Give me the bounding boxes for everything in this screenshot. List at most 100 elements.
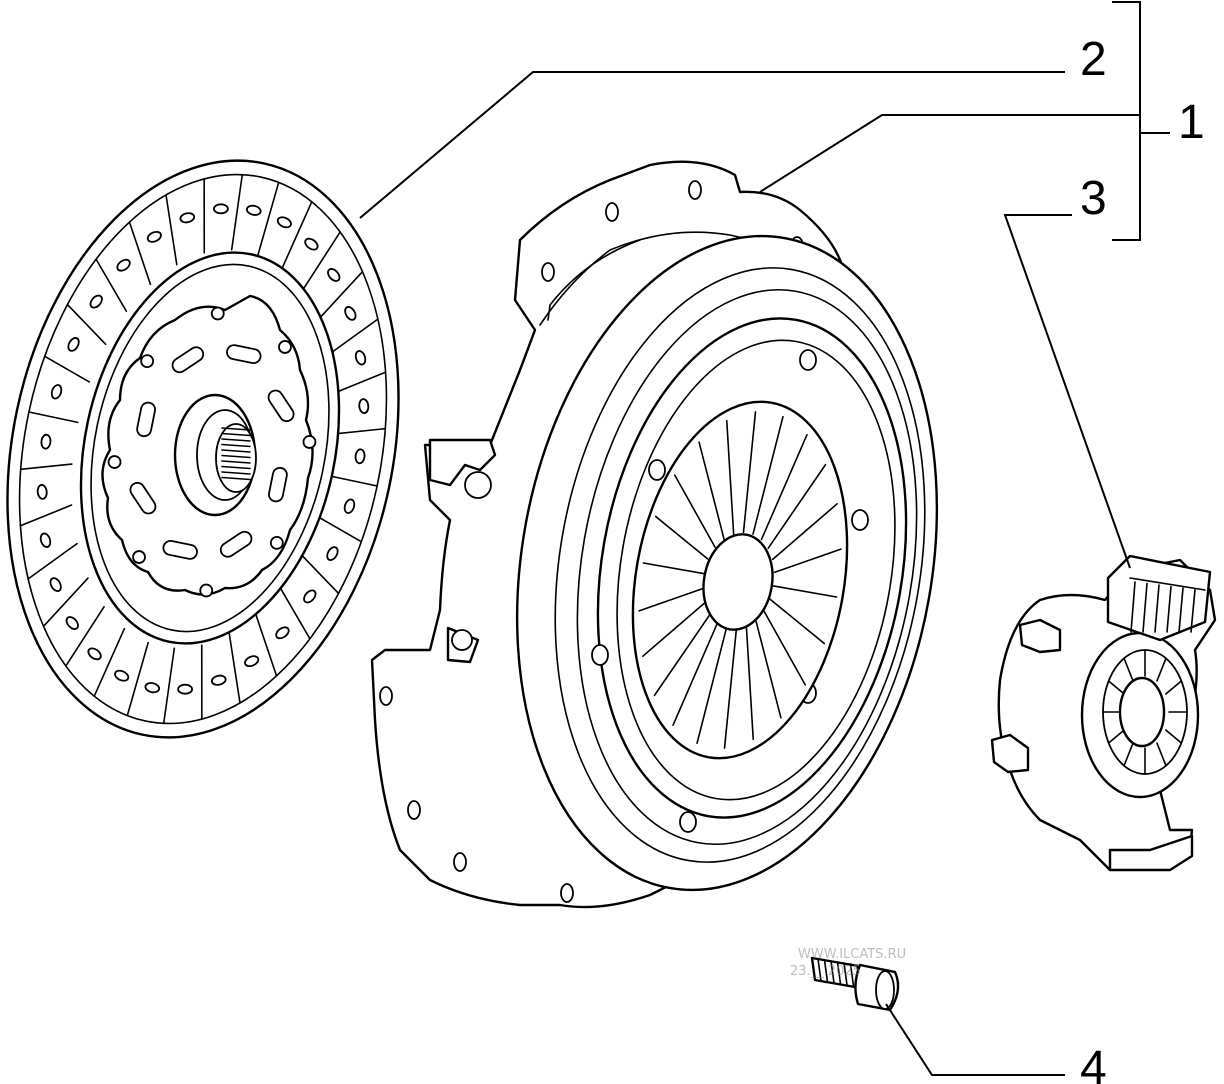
- friction-segment-divider: [315, 515, 363, 543]
- hub-damper-windows: [107, 306, 317, 598]
- damper-window: [219, 530, 253, 558]
- friction-rivet-hole: [144, 682, 161, 694]
- friction-rivet-hole: [327, 268, 341, 282]
- bearing-rib: [1156, 657, 1167, 682]
- hub-rivet: [132, 550, 146, 564]
- friction-rivet-hole: [344, 306, 357, 321]
- bearing-foot: [1108, 834, 1194, 872]
- friction-segment-divider: [228, 632, 241, 704]
- spline-tooth: [221, 443, 251, 448]
- spline-tooth: [221, 454, 251, 459]
- diaphragm-finger-slot: [642, 599, 709, 657]
- friction-segment-divider: [299, 552, 340, 595]
- diaphragm-finger-slot: [723, 626, 738, 749]
- diaphragm-finger-slot: [752, 415, 784, 535]
- friction-segment-divider: [230, 173, 244, 251]
- release-bearing: [990, 554, 1217, 872]
- guide-slot: [1142, 582, 1148, 633]
- friction-rivet-hole: [177, 683, 194, 695]
- guide-slot: [1154, 584, 1160, 633]
- spline-tooth: [221, 449, 251, 453]
- diaphragm-finger-slot: [767, 463, 827, 549]
- friction-segment-divider: [65, 606, 105, 667]
- bolt-thread: [849, 963, 855, 987]
- face-rivet: [799, 349, 817, 371]
- friction-rivet-hole: [146, 230, 162, 243]
- bolt-thread: [823, 959, 829, 983]
- hub-rivet: [140, 354, 155, 369]
- bearing-ribs: [1102, 649, 1188, 775]
- diaphragm-finger-slot: [642, 562, 708, 575]
- bolt-thread: [817, 958, 822, 982]
- hub-rivet: [302, 435, 317, 449]
- spline-tooth: [221, 427, 251, 431]
- friction-rivet-hole: [116, 258, 131, 272]
- diaphragm-finger-slot: [745, 624, 755, 741]
- face-rivet: [591, 644, 609, 666]
- friction-segment-divider: [93, 627, 126, 697]
- leader-2: [359, 71, 1065, 219]
- watermark-line-2: 23.__.2025: [790, 964, 861, 979]
- friction-rivet-hole: [179, 212, 196, 224]
- flange-bolt-hole: [688, 180, 702, 200]
- bearing-clip-lower: [990, 733, 1030, 774]
- diaphragm-finger-slot: [638, 586, 707, 612]
- bearing-rib: [1123, 742, 1134, 767]
- bearing-rib: [1107, 729, 1126, 744]
- leader-lines: [359, 1, 1170, 1076]
- damper-window: [129, 481, 157, 515]
- hub-splines: [221, 427, 251, 481]
- friction-rivet-hole: [354, 350, 367, 366]
- friction-rivet-hole: [343, 498, 356, 514]
- friction-segment-divider: [301, 231, 341, 292]
- diaphragm-finger-slot: [773, 548, 842, 574]
- guide-slots: [1130, 581, 1196, 633]
- bearing-rib: [1107, 680, 1126, 695]
- diaphragm-finger-slot: [725, 419, 735, 536]
- friction-rivet-hole: [210, 674, 227, 686]
- damper-window: [268, 466, 288, 503]
- callout-2: 2: [1080, 33, 1107, 86]
- friction-segment-divider: [333, 371, 387, 394]
- callout-3: 3: [1080, 172, 1107, 225]
- friction-segment-divider: [95, 258, 128, 313]
- diaphragm-finger-slot: [672, 619, 720, 727]
- flange-bolt-hole: [541, 262, 555, 282]
- friction-segment-divider: [19, 463, 73, 471]
- cover-bolt: [810, 956, 900, 1012]
- diaphragm-finger-slot: [768, 598, 826, 645]
- friction-segment-divider: [19, 504, 73, 527]
- friction-segment-divider: [43, 355, 91, 383]
- bearing-rib: [1164, 680, 1183, 695]
- friction-rivet-hole: [304, 237, 319, 251]
- friction-segment-divider: [328, 318, 379, 356]
- bearing-rib: [1164, 729, 1183, 744]
- friction-rivet-hole: [39, 532, 52, 548]
- clutch-pressure-plate: [370, 160, 939, 909]
- guide-slot: [1130, 581, 1136, 633]
- callout-4: 4: [1080, 1042, 1107, 1084]
- friction-rivet-hole: [49, 577, 62, 592]
- hub-rivet: [269, 535, 284, 550]
- flange-bolt-hole: [605, 202, 619, 222]
- friction-rivet-hole: [89, 294, 103, 309]
- cover-bolt-holes: [379, 180, 804, 903]
- friction-rivet-hole: [276, 216, 292, 229]
- spline-tooth: [221, 438, 251, 442]
- leader-1: [759, 114, 1140, 193]
- friction-rivet-hole: [65, 616, 79, 630]
- friction-segment-divider: [27, 542, 78, 580]
- hub-rivet: [278, 340, 292, 354]
- friction-rivet-hole: [244, 655, 260, 668]
- diaphragm-finger-slot: [771, 503, 838, 561]
- friction-segment-divider: [165, 194, 178, 266]
- hub-rivet: [210, 306, 225, 321]
- face-rivet: [679, 811, 697, 833]
- damper-window: [226, 344, 262, 364]
- clutch-disc: [6, 159, 400, 739]
- flange-bolt-hole: [407, 800, 421, 820]
- face-rivet: [851, 509, 869, 531]
- friction-segment-divider: [66, 303, 107, 346]
- bearing-clip-upper: [1018, 618, 1062, 654]
- friction-segment-divider: [128, 221, 152, 286]
